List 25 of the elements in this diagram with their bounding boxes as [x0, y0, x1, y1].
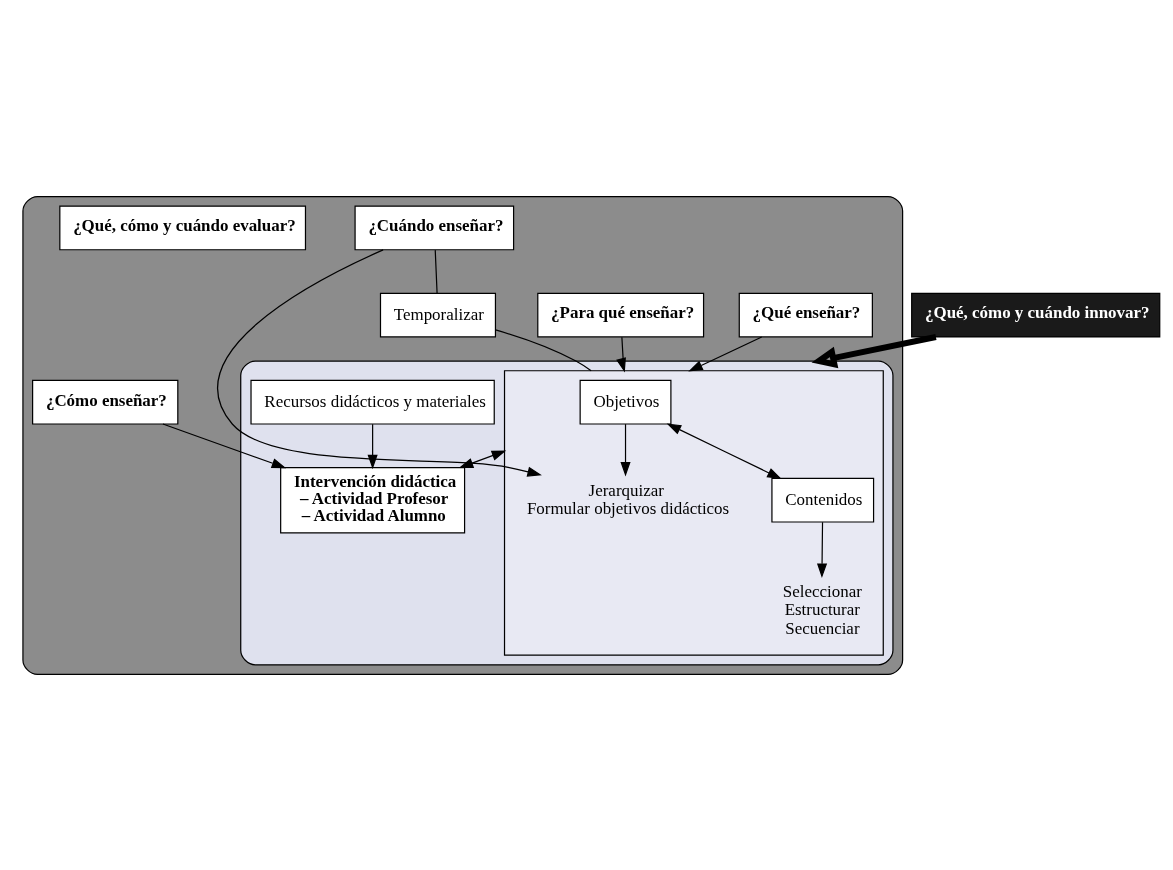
node-box: Recursos didácticos y materiales — [250, 379, 495, 425]
node-box: Objetivos — [579, 379, 672, 425]
node-text: Seleccionar Estructurar Secuenciar — [782, 581, 862, 638]
node-box: ¿Para qué enseñar? — [537, 292, 705, 337]
arrow — [217, 248, 542, 477]
arrow — [620, 423, 631, 476]
node-box: ¿Cómo enseñar? — [32, 379, 179, 425]
arrow — [688, 335, 763, 372]
node-box: ¿Qué, cómo y cuándo innovar? — [911, 292, 1161, 337]
node-box: Temporalizar — [379, 292, 497, 337]
arrow — [616, 336, 626, 373]
cluster — [22, 195, 904, 675]
cluster — [503, 369, 884, 656]
arrow — [666, 422, 782, 479]
node-box: ¿Qué enseñar? — [738, 292, 873, 337]
node-box: ¿Cuándo enseñar? — [354, 205, 515, 250]
arrow — [162, 422, 287, 468]
node-box: Intervención didáctica – Actividad Profesor – Actividad Alumno — [280, 466, 466, 533]
connector — [494, 328, 592, 371]
connector — [434, 249, 438, 294]
arrow — [811, 333, 937, 368]
arrow — [816, 521, 828, 578]
node-box: Contenidos — [771, 477, 875, 523]
node-text: Jerarquizar Formular objetivos didácticos — [526, 480, 730, 518]
node-box: ¿Qué, cómo y cuándo evaluar? — [59, 205, 307, 250]
